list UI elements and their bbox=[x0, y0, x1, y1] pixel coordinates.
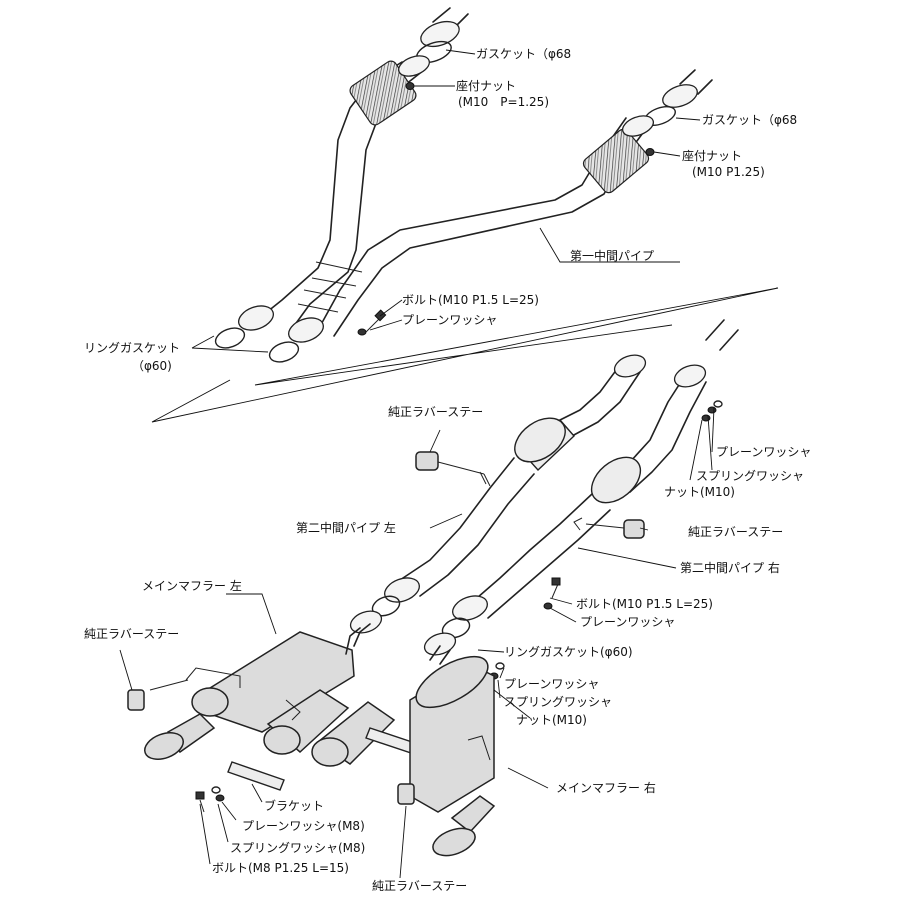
rubber-stay-right bbox=[585, 519, 645, 539]
label-rubber-stay-right: 純正ラバーステー bbox=[688, 525, 783, 539]
label-second-mid-left: 第二中間パイプ 左 bbox=[296, 520, 396, 535]
label-ring-gasket-60: リングガスケット bbox=[84, 341, 180, 355]
ring-gaskets-60-top bbox=[214, 327, 300, 363]
label-spring-washer-r: スプリングワッシャ bbox=[696, 469, 804, 483]
label-gasket-68-top: ガスケット（φ68 bbox=[476, 47, 571, 61]
washers-nut-upper-right bbox=[701, 400, 723, 422]
label-bolt-m8: ボルト(M8 P1.25 L=15) bbox=[212, 861, 349, 875]
first-mid-outlet-flanges bbox=[238, 305, 324, 343]
label-nut-m10-r: ナット(M10) bbox=[664, 485, 735, 499]
label-plain-washer-mid: プレーンワッシャ bbox=[402, 313, 497, 327]
label-nut-top: 座付ナット bbox=[456, 78, 516, 93]
bolt-washer-lower bbox=[543, 577, 561, 610]
label-bolt-mid: ボルト(M10 P1.5 L=25) bbox=[402, 293, 539, 307]
label-main-muffler-left: メインマフラー 左 bbox=[142, 578, 242, 593]
label-nut-top-spec: (M10 P=1.25) bbox=[458, 95, 549, 109]
label-bracket: ブラケット bbox=[264, 798, 324, 813]
bolt-washer-mid bbox=[357, 309, 387, 336]
label-ring-gasket-60-spec: （φ60) bbox=[132, 359, 172, 373]
label-plain-washer-r: プレーンワッシャ bbox=[716, 445, 811, 459]
label-nut-m10-lower: ナット(M10) bbox=[516, 713, 587, 727]
leader-lines bbox=[119, 49, 715, 879]
ring-gasket-lower-right bbox=[423, 617, 471, 656]
bolt-m8-washers bbox=[195, 786, 225, 813]
main-muffler-right bbox=[409, 645, 496, 857]
gasket-68-top bbox=[398, 20, 460, 77]
label-ring-gasket-lower: リングガスケット(φ60) bbox=[504, 645, 633, 659]
rubber-stay-top bbox=[415, 451, 491, 487]
label-spring-washer-m8: スプリングワッシャ(M8) bbox=[230, 841, 365, 855]
label-spring-washer-lower2: スプリングワッシャ bbox=[504, 695, 612, 709]
gasket-68-right bbox=[622, 84, 698, 137]
label-plain-washer-lower: プレーンワッシャ bbox=[580, 615, 675, 629]
first-mid-pipe bbox=[261, 7, 713, 337]
rubber-stay-bottom bbox=[397, 783, 415, 805]
rubber-stay-left bbox=[127, 689, 145, 711]
label-first-mid-pipe: 第一中間パイプ bbox=[570, 248, 654, 263]
label-main-muffler-right: メインマフラー 右 bbox=[556, 780, 656, 795]
label-plain-washer-m8: プレーンワッシャ(M8) bbox=[242, 819, 365, 833]
second-mid-pipe-left bbox=[384, 354, 647, 603]
label-gasket-68-right: ガスケット（φ68 bbox=[702, 113, 797, 127]
second-mid-pipe-right bbox=[452, 319, 739, 621]
z-guide-line bbox=[151, 287, 779, 423]
label-plain-washer-lower2: プレーンワッシャ bbox=[504, 677, 599, 691]
label-bolt-lower: ボルト(M10 P1.5 L=25) bbox=[576, 597, 713, 611]
label-nut-right: 座付ナット bbox=[682, 148, 742, 163]
label-nut-right-spec: (M10 P1.25) bbox=[692, 165, 765, 179]
nut-right bbox=[645, 148, 655, 156]
labels: ガスケット（φ68 座付ナット (M10 P=1.25) ガスケット（φ68 座… bbox=[84, 47, 811, 893]
nut-top bbox=[405, 82, 415, 90]
label-rubber-stay-bottom: 純正ラバーステー bbox=[372, 879, 467, 893]
main-muffler-left bbox=[144, 623, 396, 767]
label-rubber-stay-top: 純正ラバーステー bbox=[388, 405, 483, 419]
label-second-mid-right: 第二中間パイプ 右 bbox=[680, 560, 780, 575]
ring-gasket-lower-left bbox=[349, 595, 401, 634]
label-rubber-stay-left: 純正ラバーステー bbox=[84, 627, 179, 641]
